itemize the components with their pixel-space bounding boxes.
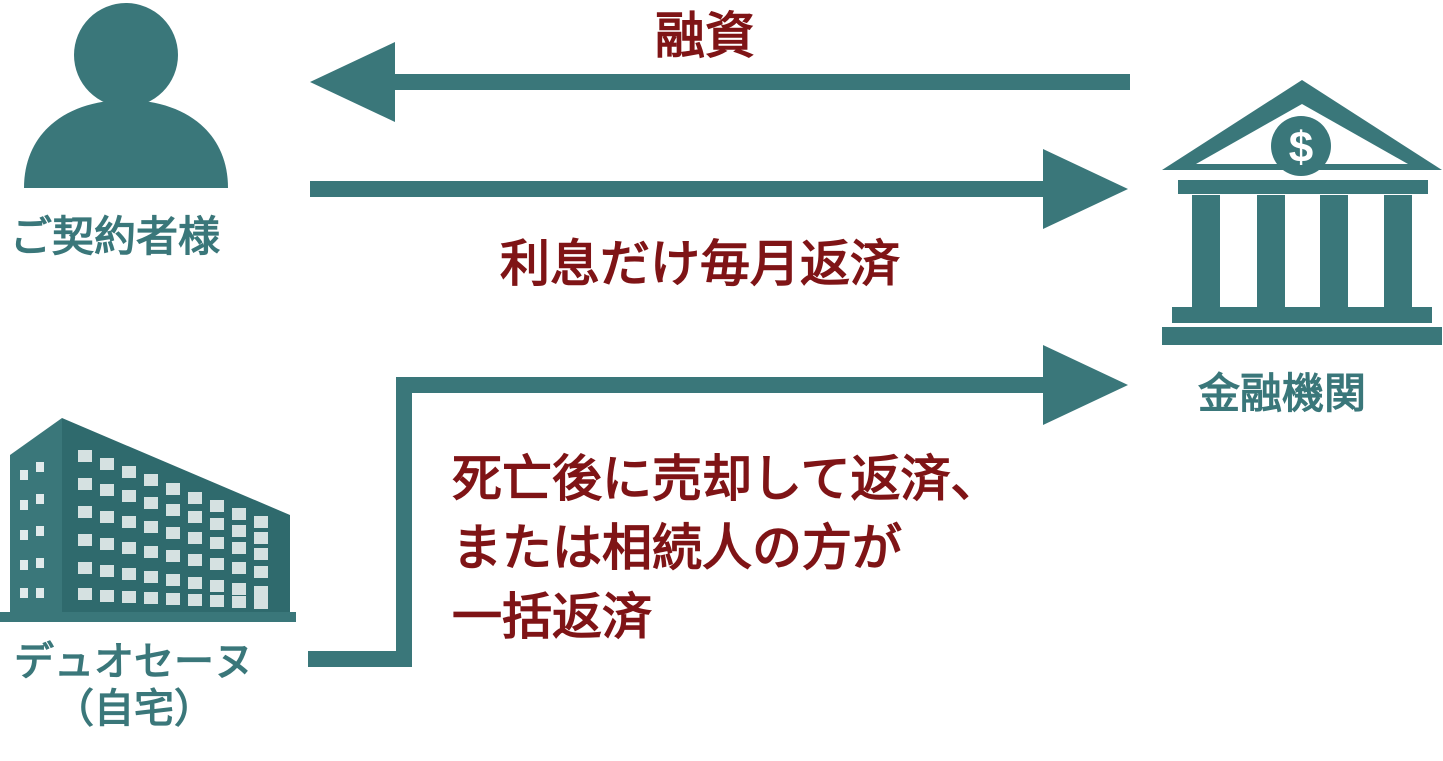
apartment-building-icon [0,418,296,622]
interest-arrow [310,149,1128,229]
home-label: デュオセーヌ （自宅） [0,638,268,732]
dollar-icon: $ [1289,123,1313,172]
interest-arrow-label: 利息だけ毎月返済 [500,234,900,293]
customer-label: ご契約者様 [10,212,221,261]
loan-arrow-label: 融資 [655,6,755,65]
repayment-label-line-1: 死亡後に売却して返済、 [452,449,1001,508]
repayment-label-line-2: または相続人の方が [452,518,902,577]
repayment-arrow [308,345,1128,667]
bank-icon [1162,80,1442,345]
repayment-arrow-label: 死亡後に売却して返済、 または相続人の方が 一括返済 [452,444,1001,651]
home-label-line-2: （自宅） [54,685,214,733]
person-icon [24,3,228,188]
loan-arrow [310,42,1130,122]
home-label-line-1: デュオセーヌ [14,638,254,685]
repayment-label-line-3: 一括返済 [452,587,652,646]
bank-label: 金融機関 [1198,369,1367,418]
